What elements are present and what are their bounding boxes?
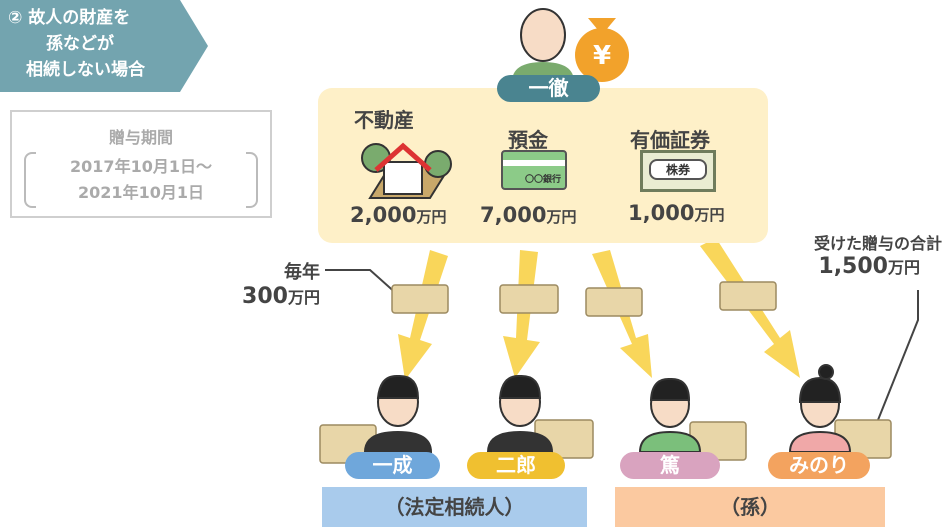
asset-label-deposit: 預金: [508, 128, 548, 152]
banner-line-1: ② 故人の財産を: [8, 8, 131, 28]
gift-period-box: 贈与期間 2017年10月1日〜 2021年10月1日: [10, 110, 272, 218]
estate-panel: 不動産 預金 有価証券 〇〇銀行 株券 2,000万円 7,000万円 1,00…: [318, 88, 768, 243]
grandfather-icon: [512, 8, 574, 82]
banner-line-2: 孫などが: [46, 34, 114, 54]
decedent-name-badge: 一徹: [497, 75, 600, 102]
stock-certificate-text: 株券: [649, 159, 707, 180]
bank-name: 〇〇銀行: [524, 175, 561, 185]
asset-amount-deposit: 7,000万円: [480, 203, 577, 227]
annual-gift-label: 毎年: [284, 262, 320, 283]
group-legal-heirs: （法定相続人）: [322, 487, 587, 527]
person-badge-minori: みのり: [768, 452, 870, 479]
group-grandchildren: （孫）: [615, 487, 885, 527]
asset-amount-real-estate: 2,000万円: [350, 203, 447, 227]
total-gift-note: 受けた贈与の合計 1,500万円: [760, 230, 942, 279]
bank-book-icon: 〇〇銀行: [501, 150, 567, 190]
bracket-right: [246, 152, 258, 208]
total-gift-label: 受けた贈与の合計: [813, 234, 942, 253]
money-bag-icon: ¥: [575, 18, 629, 82]
asset-amount-securities: 1,000万円: [628, 201, 725, 225]
bracket-left: [24, 152, 36, 208]
banner-line-3: 相続しない場合: [26, 60, 145, 80]
house-icon: [361, 142, 452, 199]
gift-period-from: 2017年10月1日〜: [70, 157, 212, 176]
asset-label-real-estate: 不動産: [354, 108, 414, 132]
asset-label-securities: 有価証券: [630, 128, 710, 152]
person-badge-atsushi: 篤: [620, 452, 720, 479]
person-icons: [363, 364, 852, 453]
gift-period-to: 2021年10月1日: [78, 183, 204, 202]
annual-gift-note: 毎年 300万円: [240, 258, 320, 309]
svg-text:¥: ¥: [593, 41, 611, 71]
person-badge-kazunari: 一成: [345, 452, 440, 479]
stock-certificate-icon: 株券: [640, 150, 716, 192]
scenario-banner: ② 故人の財産を 孫などが 相続しない場合: [0, 0, 208, 92]
person-badge-jiro: 二郎: [467, 452, 565, 479]
gift-period-title: 贈与期間: [108, 128, 173, 147]
